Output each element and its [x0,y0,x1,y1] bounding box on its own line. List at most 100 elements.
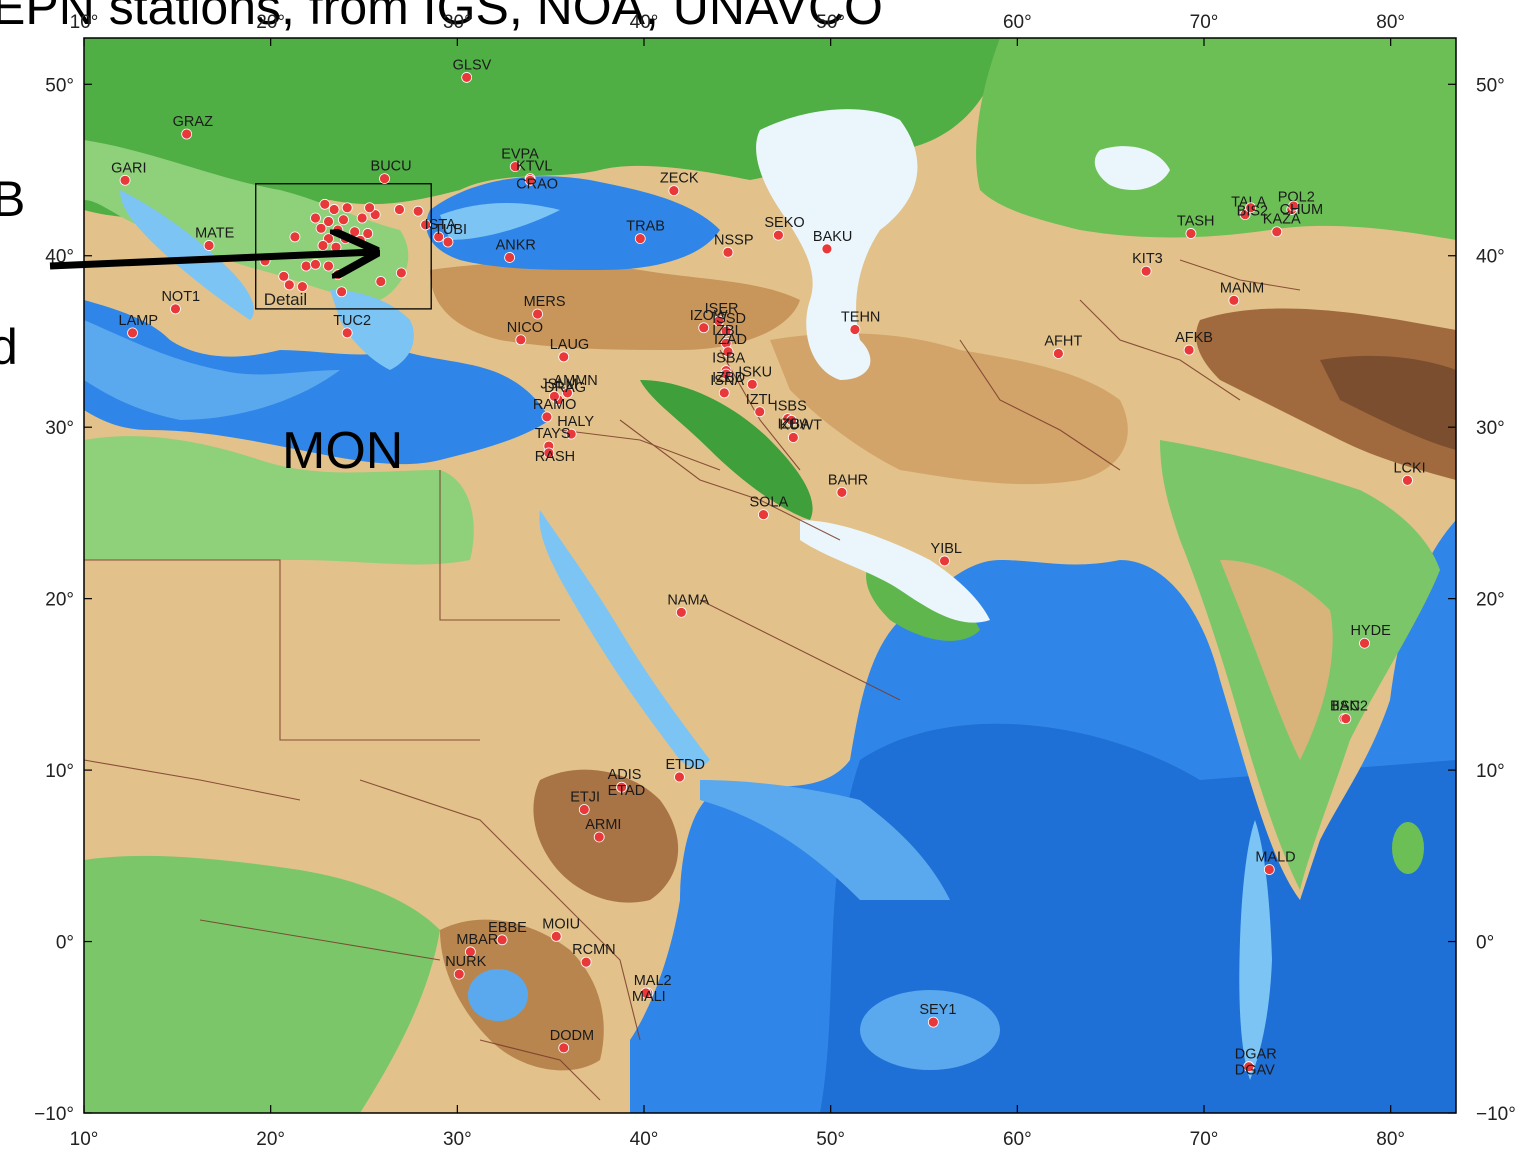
lon-tick-label-top: 80° [1376,12,1405,33]
station-label: TEHN [841,309,880,325]
station-label: BAKU [813,229,853,245]
station-label: KTVL [516,159,552,175]
station-label: EVPA [501,147,539,163]
station-label: AMMN [553,373,597,389]
mesopotamia-lowland [640,380,813,520]
station-label: HYDE [1351,623,1392,639]
map-frame [83,37,1457,1114]
lat-tick-label-right: 40° [1476,247,1505,268]
station-marker [310,212,321,224]
station-label: IISC [1332,699,1360,715]
station-label: MATE [195,225,235,241]
station-label: JSLM [540,376,577,392]
station-marker [341,202,353,214]
station-marker [394,204,405,215]
station-marker [578,804,590,815]
aegean-sea [330,290,414,370]
station-label: ISBS [774,399,807,415]
station-label: IZBL [712,323,743,339]
lon-tick-label-top: 70° [1190,12,1219,33]
pointer-arrow [49,252,375,266]
central-asia-lowland [976,38,1456,240]
station-marker [668,185,680,196]
lat-tick-label-left: 20° [45,590,74,611]
station-label: ZECK [660,171,699,187]
station-marker [300,260,312,272]
station-marker [580,956,592,968]
station-label: AFHT [1044,333,1082,349]
station-marker [433,231,445,243]
gulf-of-aden [700,780,950,900]
station-label: AFKB [1175,330,1213,346]
station-label: TAYS [535,426,571,442]
station-marker [722,246,734,258]
station-label: IZAD [714,332,747,348]
lon-tick-label-bottom: 10° [70,1129,99,1150]
lon-tick-label-top: 40° [630,12,659,33]
station-marker [1185,228,1197,239]
station-marker [754,406,766,418]
station-marker [758,509,769,521]
lon-tick-label-top: 60° [1003,12,1032,33]
map-title: EPN stations, from IGS, NOA, UNAVCO [0,0,883,35]
station-label: ISTA [425,217,456,233]
persian-gulf [800,520,990,623]
station-label: LCKI [1393,460,1425,476]
station-label: BUCU [371,159,412,175]
station-label: TALA [1231,195,1267,211]
region-label-mon: MON [282,422,403,480]
station-marker [713,315,725,327]
station-label: GARI [111,160,146,176]
station-label: MBAR [456,932,498,948]
station-marker [317,240,329,251]
station-marker [461,72,473,83]
terrain-layer [84,38,1456,1113]
station-label: ETAD [608,783,646,799]
station-marker [504,252,516,263]
station-marker [323,260,334,272]
detail-box: Detail [255,183,432,310]
station-marker [332,269,344,281]
lon-tick-label-bottom: 70° [1190,1129,1219,1150]
station-label: ADIS [608,767,642,783]
lon-tick-label-top: 20° [256,12,285,33]
station-marker [289,231,301,243]
station-marker [698,322,710,334]
station-marker [558,351,570,363]
station-marker [1402,474,1413,486]
station-label: TRAB [626,219,665,235]
deccan-plateau [1220,560,1333,760]
station-label: YIBL [931,541,962,557]
station-label: BAN2 [1330,699,1368,715]
station-label: EBBE [488,920,527,936]
station-marker [364,202,376,214]
station-marker [412,205,424,217]
arrow-layer [49,252,375,266]
station-marker [181,128,193,140]
station-marker [541,411,553,423]
seychelles-bank [860,990,1000,1070]
station-marker [328,204,340,215]
station-label: ISBA [712,351,745,367]
station-marker [442,236,454,248]
lat-tick-label-left: 50° [45,75,74,96]
lat-tick-label-left: 30° [45,418,74,439]
station-marker [773,229,784,241]
station-label: MALD [1255,850,1295,866]
lon-tick-label-top: 10° [70,12,99,33]
station-label: KAZA [1263,212,1301,228]
lon-tick-label-bottom: 80° [1376,1129,1405,1150]
station-marker [341,327,353,339]
station-marker [1140,265,1152,277]
station-marker [1263,864,1275,875]
station-marker [821,243,833,255]
station-label: MERS [524,294,566,310]
station-marker [634,233,646,244]
himalaya-highland [1196,308,1456,480]
station-marker [1053,348,1064,359]
lat-tick-label-right: 50° [1476,75,1505,96]
station-marker [550,931,562,942]
station-marker [354,234,366,246]
